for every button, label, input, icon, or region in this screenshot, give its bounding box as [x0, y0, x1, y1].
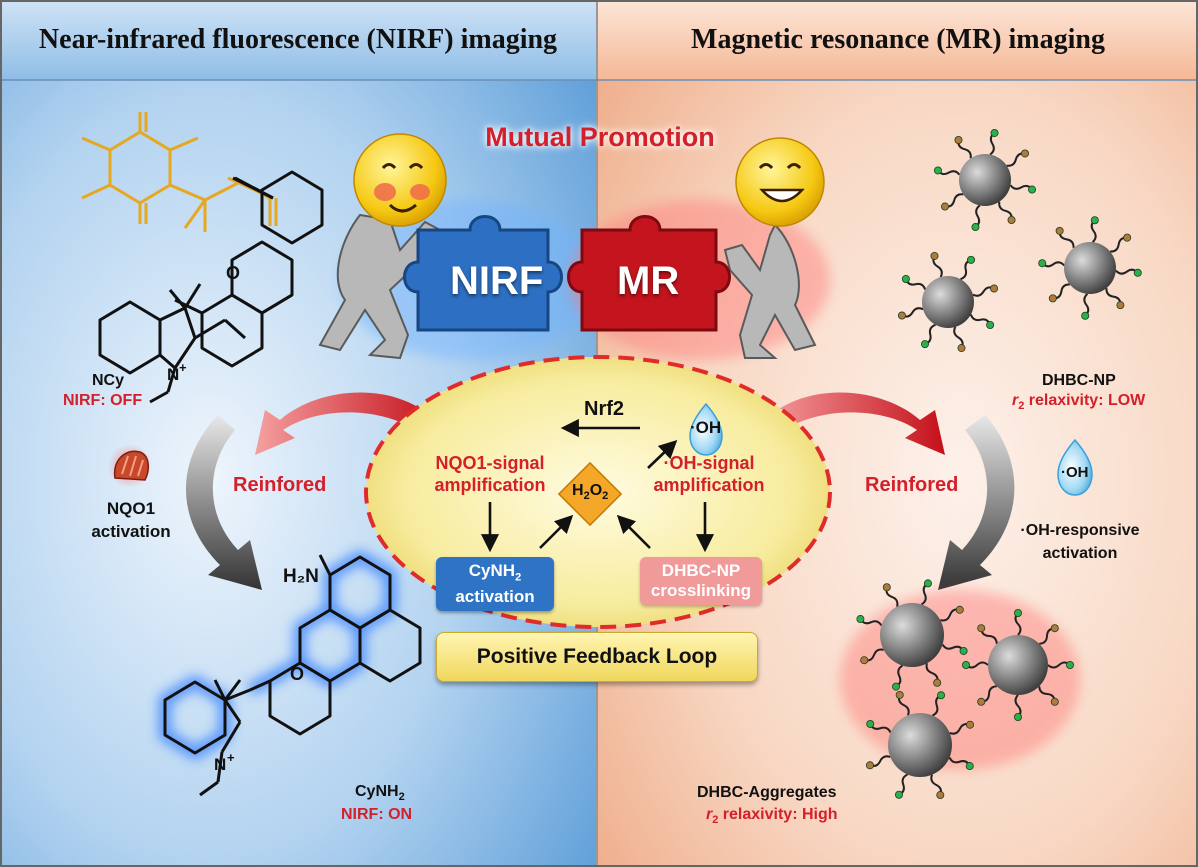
cynh2-o-atom: O	[290, 664, 304, 684]
dhbc-crosslinking-box: DHBC-NP crosslinking	[640, 557, 762, 605]
reinforced-label-right: Reinfored	[865, 474, 959, 496]
nirf-panel-header: Near-infrared fluorescence (NIRF) imagin…	[38, 24, 558, 55]
nqo1-activation-line1: NQO1	[106, 499, 156, 518]
dhbc-aggregate-cluster	[856, 579, 1075, 800]
r2-high-r: r	[706, 806, 713, 823]
ncy-label: NCy	[92, 372, 125, 389]
mr-puzzle-piece	[567, 215, 731, 332]
dhbc-np-label: DHBC-NP	[1042, 372, 1116, 389]
h2o2-sub1: 2	[583, 490, 590, 503]
cynh2-base: CyNH	[355, 783, 399, 800]
oh-signal-line2: amplification	[653, 475, 765, 495]
aggregate-glow	[840, 590, 1080, 770]
nanoparticle	[962, 609, 1075, 722]
oh-signal-line1: ·OH-signal	[663, 453, 755, 473]
r2-high-sub: 2	[712, 814, 719, 827]
cynh2-box-text: CyNH	[468, 561, 516, 580]
cynh2-box-activation: activation	[455, 587, 535, 607]
cynh2-activation-box: CyNH2 activation	[436, 557, 554, 612]
dhbc-box-line1: DHBC-NP	[661, 561, 741, 580]
nirf-on-label: NIRF: ON	[341, 806, 413, 823]
nanoparticle	[897, 251, 999, 353]
oh-drop-label-right: ·OH	[1061, 464, 1089, 481]
mutual-promotion-label: Mutual Promotion	[485, 122, 715, 152]
dhbc-np-cluster	[897, 128, 1142, 353]
positive-feedback-loop-banner: Positive Feedback Loop	[436, 632, 758, 682]
cynh2-n-atom: N	[214, 755, 226, 774]
r2-high-rest: relaxivity: High	[718, 806, 838, 823]
nanoparticle	[933, 128, 1037, 232]
nqo1-enzyme-icon	[108, 444, 152, 488]
r2-low-r: r	[1012, 392, 1019, 409]
oh-responsive-activation-label: ·OH-responsive activation	[1010, 519, 1150, 565]
activation-arrow-right	[938, 415, 1015, 590]
cynh2-amine-label: H₂N	[283, 566, 319, 587]
r2-high-label: r2 relaxivity: High	[706, 806, 838, 826]
left-character	[318, 133, 447, 360]
oh-responsive-line2: activation	[1042, 545, 1118, 562]
nirf-off-label: NIRF: OFF	[63, 392, 143, 409]
nqo1-signal-line1: NQO1-signal	[435, 453, 545, 473]
h2o2-h: H	[572, 482, 584, 499]
hydroxyl-drop-icon-right	[1057, 438, 1093, 496]
nqo1-activation-line2: activation	[91, 522, 171, 541]
dhbc-box-line2: crosslinking	[650, 581, 752, 600]
nanoparticle	[856, 579, 968, 691]
ncy-skeleton	[98, 170, 324, 404]
reinforced-label-left: Reinfored	[233, 474, 327, 496]
oh-drop-label: ·OH	[690, 418, 722, 437]
oh-responsive-line1: ·OH-responsive	[1020, 522, 1140, 539]
ncy-n-atom: N	[167, 365, 179, 384]
cynh2-plus: +	[227, 750, 235, 765]
nanoparticle	[865, 690, 975, 800]
cynh2-sub: 2	[398, 791, 405, 804]
r2-low-label: r2 relaxivity: LOW	[1012, 392, 1145, 412]
nanoparticle	[1038, 216, 1142, 320]
h2o2-label: H2O2	[572, 482, 608, 502]
reinforced-arrow-left	[255, 392, 440, 455]
ncy-o-atom: O	[226, 263, 240, 283]
cynh2-skeleton	[163, 554, 422, 797]
cynh2-box-sub: 2	[515, 571, 522, 584]
hydroxyl-drop-icon	[689, 402, 723, 456]
h2o2-diamond	[557, 461, 623, 527]
oh-signal-label: ·OH-signal amplification	[634, 452, 784, 496]
nqo1-signal-label: NQO1-signal amplification	[420, 452, 560, 496]
loop-arrows	[480, 418, 715, 553]
mr-panel-header: Magnetic resonance (MR) imaging	[691, 24, 1105, 55]
reinforced-arrow-right	[760, 392, 945, 455]
mr-puzzle-label: MR	[617, 259, 680, 303]
ncy-plus: +	[179, 360, 187, 375]
h2o2-o: O	[589, 482, 603, 499]
r2-low-rest: relaxivity: LOW	[1024, 392, 1146, 409]
activation-arrow-left	[185, 415, 262, 590]
h2o2-sub2: 2	[602, 490, 609, 503]
nirf-puzzle-label: NIRF	[450, 259, 544, 303]
cynh2-label: CyNH2	[355, 783, 405, 803]
nqo1-activation-label: NQO1 activation	[86, 497, 176, 543]
nirf-puzzle-piece	[403, 215, 563, 332]
right-character	[723, 137, 825, 359]
aggregates-label: DHBC-Aggregates	[697, 784, 837, 801]
nrf2-label: Nrf2	[584, 398, 625, 420]
nqo1-signal-line2: amplification	[434, 475, 546, 495]
r2-low-sub: 2	[1018, 400, 1025, 413]
